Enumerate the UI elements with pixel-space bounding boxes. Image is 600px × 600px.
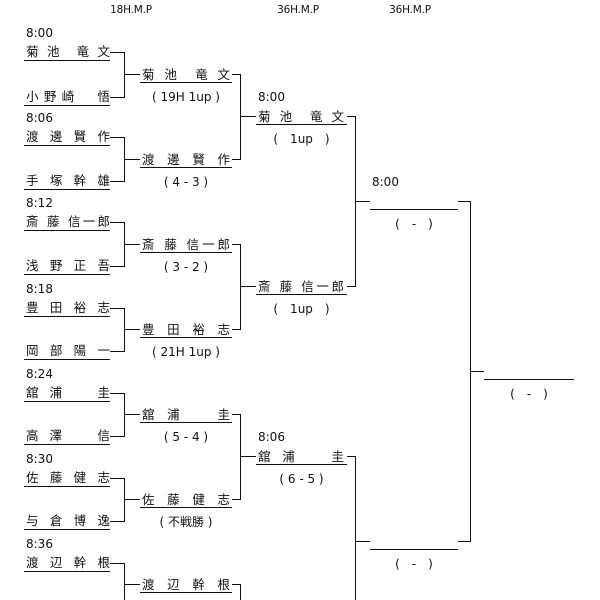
round1-match6-time: 8:30 — [26, 452, 53, 466]
final-score: ( - ) — [510, 386, 548, 401]
round1-match1-time: 8:00 — [26, 26, 53, 40]
round2-score-3: ( 3 - 2 ) — [163, 259, 209, 274]
round1-match4-time: 8:18 — [26, 282, 53, 296]
round1-match1-player1: 菊 池 竜 文 — [26, 44, 110, 59]
round2-match2-connector — [232, 244, 256, 330]
round1-match1-player2: 小野崎 悟 — [26, 89, 110, 104]
round2-match3-connector — [232, 414, 256, 500]
round2-match4-connector — [232, 584, 241, 600]
round1-match5-connector — [110, 393, 140, 437]
round3-winner-1: 菊 池 竜 文 — [258, 108, 344, 124]
round1-match2-player2: 手 塚 幹 雄 — [26, 173, 110, 188]
round2-winner-1: 菊 池 竜 文 — [142, 66, 230, 82]
round1-match1-connector — [110, 52, 140, 98]
round1-match5-player1: 舘 浦 圭 — [26, 385, 110, 400]
header-round1: 18H.M.P — [110, 4, 152, 16]
round1-match2-connector — [110, 137, 140, 182]
round3-match1-connector — [347, 116, 370, 287]
round2-winner-5: 舘 浦 圭 — [142, 406, 230, 422]
round1-match5-player2: 高 澤 信 — [26, 428, 110, 443]
header-round2: 36H.M.P — [277, 4, 319, 16]
round2-score-4: ( 21H 1up ) — [152, 344, 220, 359]
round1-match6-player2: 与 倉 博 逸 — [26, 513, 110, 528]
round2-match1-connector — [232, 74, 256, 160]
round2-score-5: ( 5 - 4 ) — [163, 429, 209, 444]
round3-score-2: ( 1up ) — [273, 301, 330, 316]
round3-match1-time: 8:00 — [258, 89, 285, 104]
round2-winner-3: 斎 藤 信一郎 — [142, 236, 230, 252]
round2-score-1: ( 19H 1up ) — [152, 89, 220, 104]
round2-winner-6: 佐 藤 健 志 — [142, 491, 230, 507]
round1-match4-player1: 豊 田 裕 志 — [26, 300, 110, 315]
round1-match3-time: 8:12 — [26, 196, 53, 210]
round3-winner-2: 斎 藤 信一郎 — [258, 278, 344, 294]
round2-score-6: ( 不戦勝 ) — [159, 514, 213, 529]
semifinal-underlines — [370, 209, 458, 550]
round3-match2-time: 8:06 — [258, 429, 285, 444]
round1-match3-player1: 斎 藤 信一郎 — [26, 214, 110, 229]
round1-match3-player2: 浅 野 正 吾 — [26, 258, 110, 273]
round1-match4-connector — [110, 308, 140, 352]
round2-score-2: ( 4 - 3 ) — [163, 174, 209, 189]
round1-match5-time: 8:24 — [26, 367, 53, 381]
semifinal-score-1: ( - ) — [395, 216, 433, 231]
round2-winner-4: 豊 田 裕 志 — [142, 321, 230, 337]
round3-name-underlines — [256, 124, 347, 465]
round1-match4-player2: 岡 部 陽 一 — [26, 343, 110, 358]
round1-match7-player1: 渡 辺 幹 根 — [26, 555, 110, 570]
round2-name-underlines — [140, 82, 232, 593]
round1-match6-connector — [110, 478, 140, 522]
round1-match2-player1: 渡 邊 賢 作 — [26, 129, 110, 144]
round2-winner-7: 渡 辺 幹 根 — [142, 576, 230, 592]
round3-winner-3: 舘 浦 圭 — [258, 448, 344, 464]
round1-match6-player1: 佐 藤 健 志 — [26, 470, 110, 485]
round2-winner-2: 渡 邊 賢 作 — [142, 151, 230, 167]
semifinal-time: 8:00 — [372, 174, 399, 189]
semifinal-connector — [458, 201, 484, 542]
round1-match7-connector — [110, 563, 140, 600]
round3-score-1: ( 1up ) — [273, 131, 330, 146]
round1-name-underlines — [24, 60, 110, 572]
round1-match2-time: 8:06 — [26, 111, 53, 125]
round3-match2-connector — [347, 456, 370, 600]
header-round3: 36H.M.P — [389, 4, 431, 16]
semifinal-score-2: ( - ) — [395, 556, 433, 571]
round1-match7-time: 8:36 — [26, 537, 53, 551]
round3-score-3: ( 6 - 5 ) — [279, 471, 324, 486]
round1-match3-connector — [110, 222, 140, 267]
